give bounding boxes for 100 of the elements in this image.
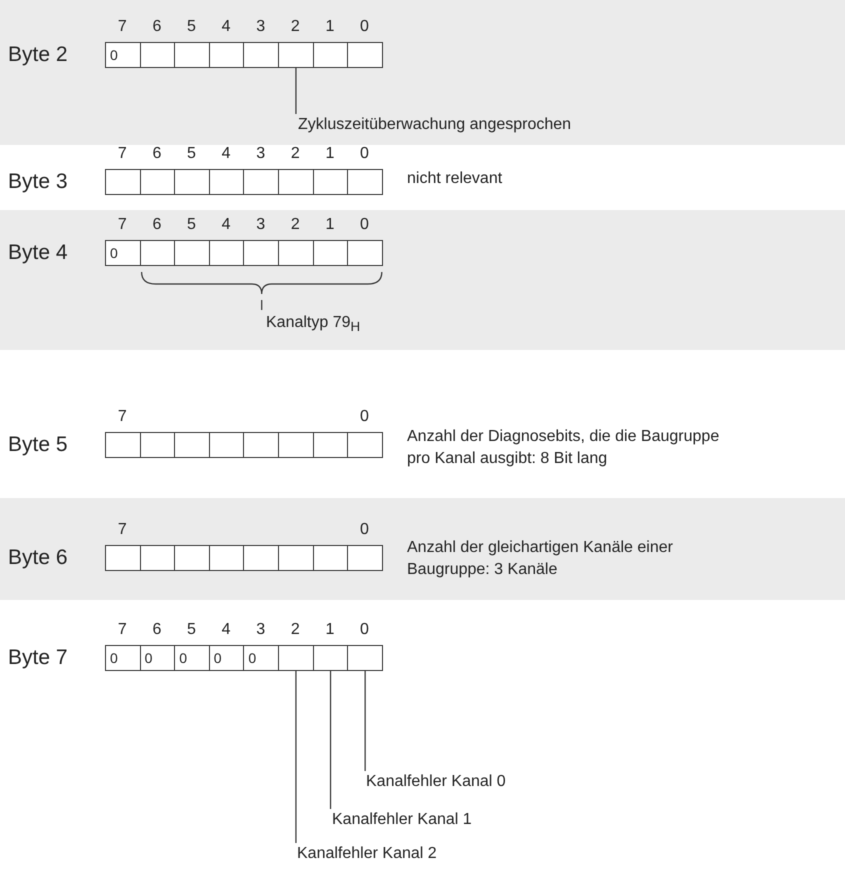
bit-cell: [347, 545, 384, 571]
description-text: nicht relevant: [407, 169, 502, 189]
bit-number: 7: [116, 621, 128, 639]
description-text: Anzahl der gleichartigen Kanäle einer Baugruppe: 3 Kanäle: [407, 538, 674, 580]
annotation-text: Zykluszeitüberwachung angesprochen: [298, 114, 572, 136]
row-band: [0, 498, 845, 600]
bit-number: 3: [255, 18, 266, 36]
bit-cell: [312, 545, 348, 571]
bit-cell: [347, 432, 384, 458]
bit-cell: [243, 545, 280, 571]
byte-label: Byte 5: [8, 433, 68, 457]
bit-number: 6: [151, 621, 162, 639]
bit-number: 1: [324, 216, 336, 234]
bit-number: 2: [290, 216, 301, 234]
bit-number: 0: [359, 18, 370, 36]
bit-cell: [243, 169, 280, 195]
bit-cell: [312, 42, 348, 68]
bit-number: 6: [151, 145, 162, 163]
annotation-text: Kanalfehler Kanal 1: [332, 809, 472, 831]
bit-number: 3: [255, 145, 266, 163]
bit-number: 7: [116, 408, 128, 426]
bit-cell: [105, 545, 141, 571]
bit-number: 4: [220, 145, 232, 163]
bit-cell: [208, 545, 245, 571]
byte-label: Byte 3: [8, 170, 68, 194]
bit-cell: [105, 432, 141, 458]
bit-cell: [243, 432, 280, 458]
bit-number: 0: [359, 521, 370, 539]
bit-number: 4: [220, 621, 232, 639]
bit-number: 0: [359, 621, 370, 639]
bit-number: 2: [290, 621, 301, 639]
bit-cell: [312, 240, 348, 266]
description-text: Anzahl der Diagnosebits, die die Baugruppe pro Kanal ausgibt: 8 Bit lang: [407, 427, 720, 469]
bit-number: 2: [290, 18, 301, 36]
bit-cell: [278, 545, 314, 571]
bit-cell: [174, 42, 210, 68]
leader-line: [295, 671, 297, 843]
bit-number: 1: [324, 145, 336, 163]
row-band: [0, 210, 845, 350]
bit-number: 6: [151, 18, 162, 36]
bit-cell: 0: [105, 645, 141, 671]
bit-number: 5: [186, 145, 197, 163]
byte-label: Byte 4: [8, 241, 68, 265]
bit-cell: [243, 240, 280, 266]
bit-cell: [174, 169, 210, 195]
bit-cell: [140, 432, 176, 458]
bit-cell: [312, 645, 348, 671]
bit-cell: [278, 432, 314, 458]
bit-cell: [312, 432, 348, 458]
bit-cell: [208, 169, 245, 195]
bit-cell: 0: [243, 645, 280, 671]
bit-number: 0: [359, 408, 370, 426]
bit-cell: [174, 240, 210, 266]
row-band: [0, 0, 845, 145]
bit-cell: [347, 240, 384, 266]
bit-cell: [243, 42, 280, 68]
bit-cell: [347, 169, 384, 195]
bit-number: 1: [324, 18, 336, 36]
bit-number: 5: [186, 18, 197, 36]
byte-label: Byte 2: [8, 43, 68, 67]
bit-number: 7: [116, 145, 128, 163]
annotation-text: Kanalfehler Kanal 2: [297, 843, 437, 865]
bit-number: 1: [324, 621, 336, 639]
bit-cell: 0: [174, 645, 210, 671]
bit-cell: [140, 240, 176, 266]
bit-cell: 0: [105, 240, 141, 266]
bit-number: 7: [116, 216, 128, 234]
byte-label: Byte 7: [8, 646, 68, 670]
bit-number: 5: [186, 621, 197, 639]
bit-number: 0: [359, 216, 370, 234]
bit-cell: 0: [105, 42, 141, 68]
bit-cell: [208, 42, 245, 68]
bit-number: 7: [116, 521, 128, 539]
description-text: Kanaltyp 79$_{H}$: [266, 313, 360, 336]
bit-cell: [174, 545, 210, 571]
bit-number: 4: [220, 18, 232, 36]
byte-label: Byte 6: [8, 546, 68, 570]
leader-line: [295, 68, 297, 114]
bit-cell: [347, 42, 384, 68]
bit-cell: [140, 545, 176, 571]
bit-cell: [208, 240, 245, 266]
bit-cell: 0: [140, 645, 176, 671]
bit-cell: [278, 645, 314, 671]
bit-number: 4: [220, 216, 232, 234]
bit-cell: [174, 432, 210, 458]
bit-cell: [208, 432, 245, 458]
bit-number: 3: [255, 621, 266, 639]
bit-cell: [278, 169, 314, 195]
bit-number: 2: [290, 145, 301, 163]
leader-line: [330, 671, 332, 809]
bit-number: 3: [255, 216, 266, 234]
bit-cell: [347, 645, 384, 671]
bit-number: 0: [359, 145, 370, 163]
bit-cell: [140, 169, 176, 195]
bit-number: 6: [151, 216, 162, 234]
leader-line: [364, 671, 366, 771]
bit-cell: [105, 169, 141, 195]
bit-number: 5: [186, 216, 197, 234]
bit-cell: [140, 42, 176, 68]
bit-cell: [312, 169, 348, 195]
